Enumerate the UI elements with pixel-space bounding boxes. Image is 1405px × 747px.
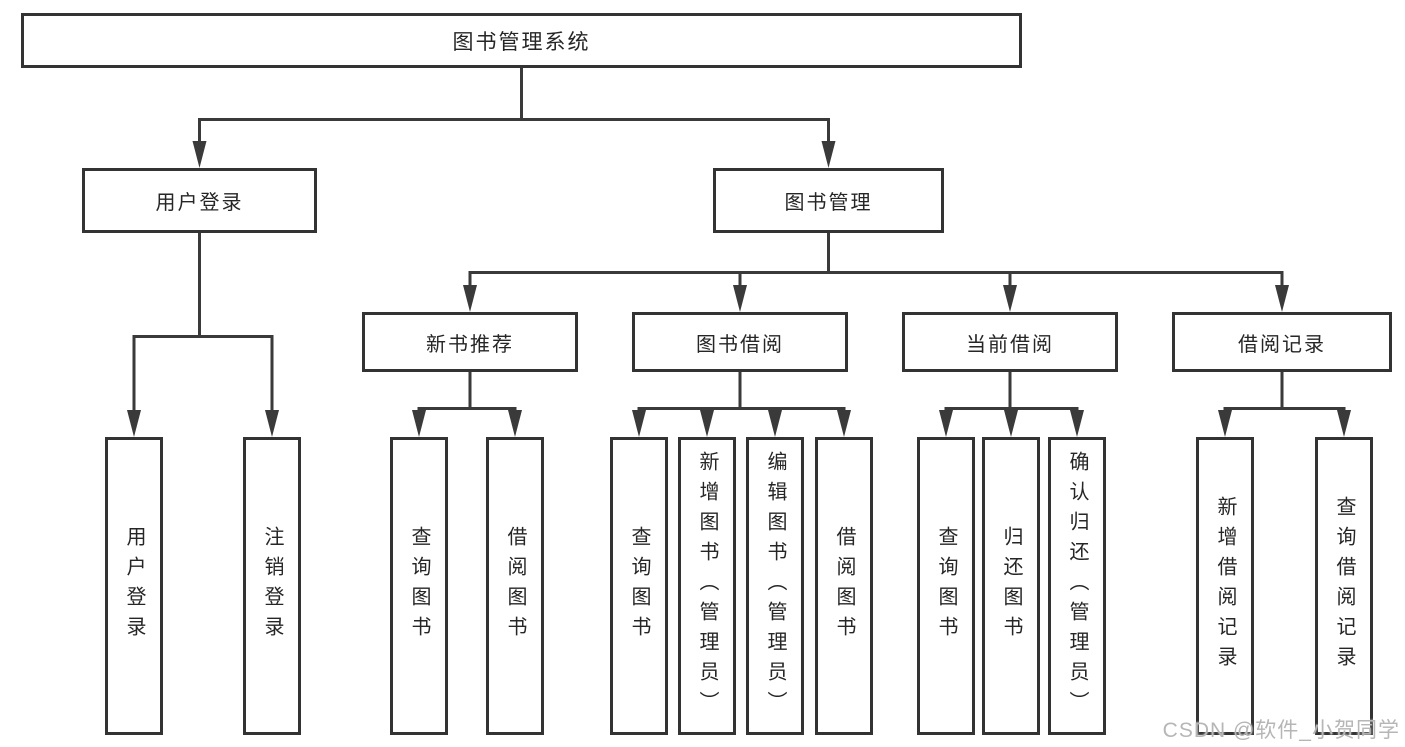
node-leaf-borrow-book-1: 借阅图书 [486, 437, 544, 735]
node-new-book-recommend-label: 新书推荐 [426, 333, 514, 356]
node-new-book-recommend: 新书推荐 [362, 312, 578, 372]
node-leaf-user-login: 用户登录 [105, 437, 163, 735]
node-leaf-query-borrow-record: 查询借阅记录 [1315, 437, 1373, 735]
node-user-login: 用户登录 [82, 168, 317, 233]
node-leaf-edit-book-admin-label: 编辑图书（管理员） [764, 451, 786, 721]
node-book-management: 图书管理 [713, 168, 944, 233]
node-borrow-record-label: 借阅记录 [1238, 333, 1326, 356]
watermark: CSDN @软件_小贺同学 [1162, 719, 1400, 742]
node-leaf-add-borrow-record-label: 新增借阅记录 [1214, 496, 1236, 676]
node-leaf-query-borrow-record-label: 查询借阅记录 [1333, 496, 1355, 676]
node-leaf-edit-book-admin: 编辑图书（管理员） [746, 437, 804, 735]
node-leaf-add-book-admin-label: 新增图书（管理员） [696, 451, 718, 721]
node-library-system: 图书管理系统 [21, 13, 1022, 68]
node-leaf-borrow-book-2-label: 借阅图书 [833, 526, 855, 646]
node-borrow-record: 借阅记录 [1172, 312, 1392, 372]
node-leaf-add-borrow-record: 新增借阅记录 [1196, 437, 1254, 735]
node-leaf-query-book-2-label: 查询图书 [628, 526, 650, 646]
node-leaf-confirm-return-admin-label: 确认归还（管理员） [1066, 451, 1088, 721]
node-book-borrow-label: 图书借阅 [696, 333, 784, 356]
node-leaf-confirm-return-admin: 确认归还（管理员） [1048, 437, 1106, 735]
node-leaf-query-book-2: 查询图书 [610, 437, 668, 735]
node-leaf-return-book: 归还图书 [982, 437, 1040, 735]
node-leaf-query-book-1: 查询图书 [390, 437, 448, 735]
node-leaf-user-login-label: 用户登录 [123, 526, 145, 646]
node-leaf-query-book-3-label: 查询图书 [935, 526, 957, 646]
node-user-login-label: 用户登录 [155, 192, 244, 214]
node-current-borrow: 当前借阅 [902, 312, 1118, 372]
node-leaf-borrow-book-1-label: 借阅图书 [504, 526, 526, 646]
node-leaf-borrow-book-2: 借阅图书 [815, 437, 873, 735]
node-leaf-query-book-1-label: 查询图书 [408, 526, 430, 646]
node-leaf-logout-label: 注销登录 [261, 526, 283, 646]
node-current-borrow-label: 当前借阅 [966, 333, 1054, 356]
node-leaf-logout: 注销登录 [243, 437, 301, 735]
node-leaf-query-book-3: 查询图书 [917, 437, 975, 735]
node-leaf-return-book-label: 归还图书 [1000, 526, 1022, 646]
node-book-borrow: 图书借阅 [632, 312, 848, 372]
node-leaf-add-book-admin: 新增图书（管理员） [678, 437, 736, 735]
node-book-management-label: 图书管理 [784, 192, 873, 214]
node-library-system-label: 图书管理系统 [452, 30, 591, 54]
